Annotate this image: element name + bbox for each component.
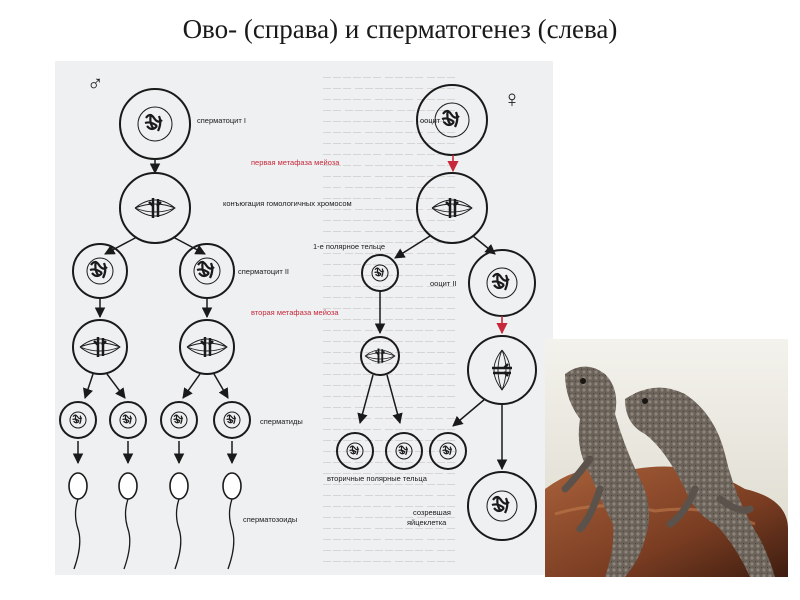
secondary-polar-body-3 (430, 433, 466, 469)
metaphase1-cell-female (417, 173, 487, 243)
spermatocyte1-cell (120, 89, 190, 159)
label-oocyte1: ооцит I (420, 116, 444, 125)
male-symbol-icon: ♂ (87, 71, 104, 96)
metaphase2-cell-male-left (73, 320, 127, 374)
polar-body-metaphase-cell (361, 337, 399, 375)
label-spermatocyte2: сперматоцит II (238, 267, 289, 276)
label-secondary-polar-bodies: вторичные полярные тельца (327, 474, 428, 483)
spermatocyte2-cell-right (180, 244, 234, 298)
oocyte2-cell (469, 250, 535, 316)
label-spermatocyte1: сперматоцит I (197, 116, 246, 125)
mature-egg-cell (468, 472, 536, 540)
spermatid-1 (60, 402, 96, 438)
label-oocyte2: ооцит II (430, 279, 457, 288)
spermatozoon-1 (69, 473, 87, 569)
secondary-polar-body-1 (337, 433, 373, 469)
spermatid-2 (110, 402, 146, 438)
spermatid-4 (214, 402, 250, 438)
slide-title: Ово- (справа) и сперматогенез (слева) (0, 14, 800, 45)
lizard-photo (545, 339, 788, 577)
label-metaphase1: первая метафаза мейоза (251, 158, 340, 167)
label-mature-egg-line2: яйцеклетка (407, 518, 447, 527)
label-metaphase2: вторая метафаза мейоза (251, 308, 339, 317)
metaphase2-cell-female (468, 336, 536, 404)
female-symbol-icon: ♀ (503, 86, 521, 113)
spermatocyte2-cell-left (73, 244, 127, 298)
metaphase1-cell-male (120, 173, 190, 243)
metaphase2-cell-male-right (180, 320, 234, 374)
spermatid-3 (161, 402, 197, 438)
label-spermatozoa: сперматозоиды (243, 515, 297, 524)
spermatozoon-4 (223, 473, 241, 569)
label-conjugation: конъюгация гомологичных хромосом (223, 199, 352, 208)
secondary-polar-body-2 (386, 433, 422, 469)
gametogenesis-diagram: ♂ ♀ (55, 61, 553, 575)
polar-body1-cell (362, 255, 398, 291)
label-polar-body1: 1-е полярное тельце (313, 242, 385, 251)
spermatozoon-3 (170, 473, 188, 569)
label-mature-egg-line1: созревшая (413, 508, 451, 517)
label-spermatids: сперматиды (260, 417, 303, 426)
diagram-scan: — — — — — — — — — — — — — — — — — — — — … (55, 61, 553, 575)
spermatozoon-2 (119, 473, 137, 569)
